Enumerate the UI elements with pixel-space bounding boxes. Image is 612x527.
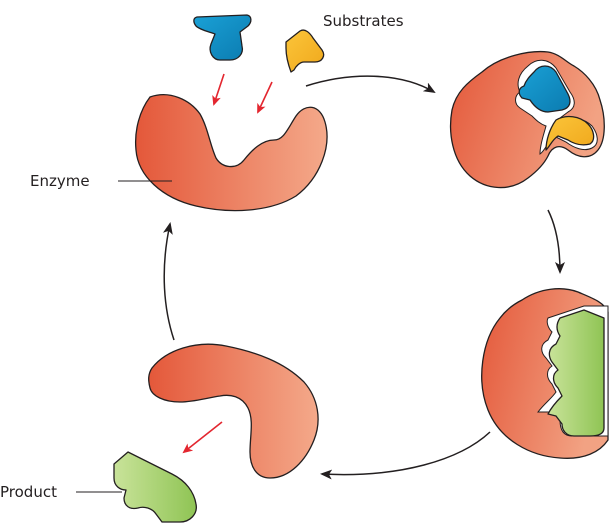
- cycle-arrow-bottom: [320, 431, 491, 480]
- enzyme-product-complex: [481, 288, 609, 459]
- enzyme-substrate-complex: [449, 50, 605, 189]
- red-arrow-blue-substrate: [212, 73, 225, 106]
- substrate-blue: [193, 14, 252, 61]
- product-label: Product: [0, 483, 57, 501]
- product-released: [113, 451, 197, 523]
- cycle-arrow-top: [305, 75, 436, 94]
- enzyme-label: Enzyme: [30, 172, 90, 190]
- cycle-arrow-right: [547, 209, 565, 274]
- cycle-arrow-left: [162, 222, 175, 341]
- released-enzyme: [148, 343, 319, 479]
- red-arrow-product-release: [182, 421, 223, 454]
- substrates-label: Substrates: [323, 12, 404, 30]
- substrate-yellow: [285, 29, 325, 73]
- red-arrow-yellow-substrate: [257, 81, 273, 114]
- free-enzyme: [134, 94, 328, 212]
